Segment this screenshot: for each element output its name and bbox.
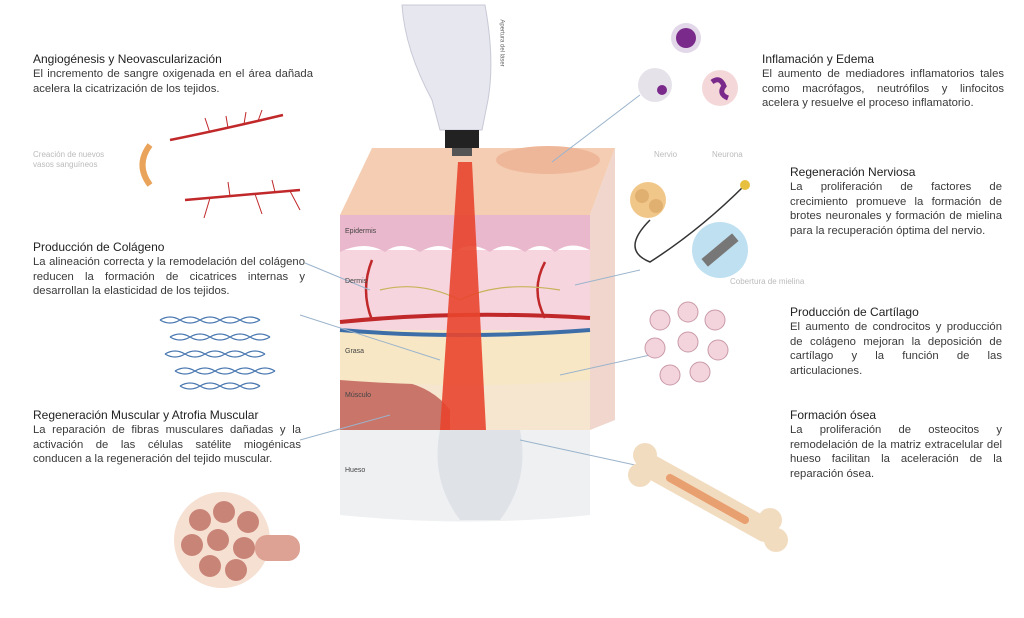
device-label: Apertura del láser — [498, 19, 505, 67]
angiogenesis-title: Angiogénesis y Neovascularización — [33, 52, 222, 66]
cartilage-cells-icon — [644, 301, 729, 386]
muscle-fiber-icon — [174, 492, 300, 588]
muscle-layer — [340, 378, 450, 430]
collagen-fibers-icon — [159, 316, 276, 390]
nerve-title: Regeneración Nerviosa — [790, 165, 916, 179]
muscle-title: Regeneración Muscular y Atrofia Muscular — [33, 408, 259, 422]
edema-bump — [496, 146, 600, 174]
muscle-text: La reparación de fibras musculares dañad… — [33, 424, 301, 466]
inflammation-title: Inflamación y Edema — [762, 52, 875, 66]
collagen-text: La alineación correcta y la remodelación… — [33, 256, 305, 298]
cartilage-block: Producción de Cartílago El aumento de co… — [790, 305, 1002, 378]
collagen-block: Producción de Colágeno La alineación cor… — [33, 240, 305, 299]
neuron-label: Neurona — [712, 150, 743, 159]
blood-vessel-icon — [169, 109, 301, 219]
inflammation-text: El aumento de mediadores inflamatorios t… — [762, 68, 1004, 110]
arrow-icon — [139, 143, 153, 187]
pointer-lines — [299, 94, 651, 466]
bone-block: Formación ósea La proliferación de osteo… — [790, 408, 1002, 481]
myelin-label: Cobertura de mielina — [730, 277, 805, 286]
layer-label-fat: Grasa — [345, 348, 365, 355]
layer-label-epidermis: Epidermis — [345, 228, 377, 235]
nerve-text: La proliferación de factores de crecimie… — [790, 181, 1002, 237]
collagen-title: Producción de Colágeno — [33, 240, 165, 254]
bone-layer — [340, 430, 590, 522]
bone-icon — [628, 443, 788, 552]
nerve-label: Nervio — [654, 150, 678, 159]
angiogenesis-text: El incremento de sangre oxigenada en el … — [33, 68, 313, 95]
cartilage-text: El aumento de condrocitos y producción d… — [790, 321, 1002, 377]
layer-label-muscle: Músculo — [345, 392, 372, 399]
laser-beam — [440, 162, 486, 430]
muscle-block: Regeneración Muscular y Atrofia Muscular… — [33, 408, 301, 467]
laser-device — [401, 4, 492, 156]
bone-text: La proliferación de osteocitos y remodel… — [790, 424, 1002, 480]
nerve-icon — [630, 180, 750, 278]
angiogenesis-block: Angiogénesis y Neovascularización El inc… — [33, 52, 313, 96]
angiogenesis-caption: Creación de nuevos vasos sanguíneos — [33, 150, 105, 169]
layer-label-dermis: Dermis — [345, 278, 368, 285]
immune-cells-icon — [638, 23, 738, 106]
bone-title: Formación ósea — [790, 408, 877, 422]
nerve-block: Regeneración Nerviosa La proliferación d… — [790, 165, 1002, 238]
layer-label-bone: Hueso — [345, 467, 366, 474]
cartilage-title: Producción de Cartílago — [790, 305, 919, 319]
inflammation-block: Inflamación y Edema El aumento de mediad… — [762, 52, 1004, 111]
